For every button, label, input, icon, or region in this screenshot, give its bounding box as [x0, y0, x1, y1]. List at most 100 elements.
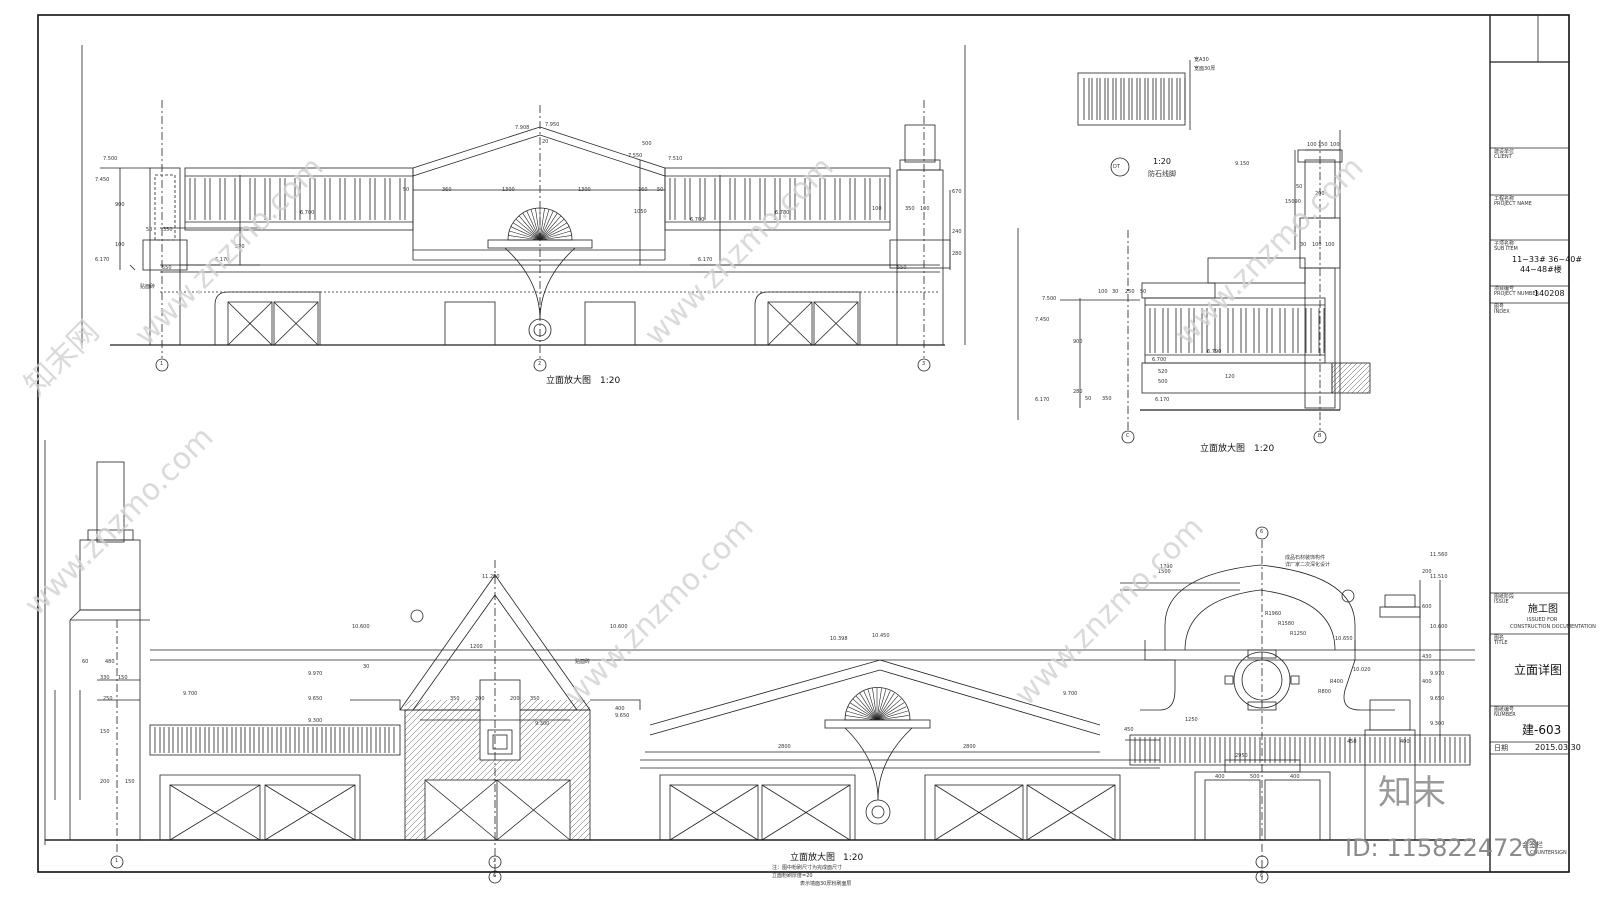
detail-label-1: 宽A30 — [1194, 57, 1209, 63]
elev-tl-7: 7.550 — [628, 153, 643, 159]
note-small-1: 成品石材装饰构件 — [1285, 555, 1326, 561]
elev-tl-9: 6.780 — [775, 210, 790, 216]
tb-title-label: 图名 TITLE — [1494, 635, 1508, 646]
tb-sign-label: 会签栏 — [1522, 841, 1543, 849]
tb-stage-en-2: CONSTRUCTION DOCUMENTATION — [1510, 624, 1596, 630]
dim-b-4: 150 — [100, 729, 110, 735]
dim-tl-13: 350 — [905, 206, 915, 212]
grid-label-tl-3: 3 — [922, 361, 926, 367]
dim-tr-11: 50 — [1140, 289, 1147, 295]
dim-b-25: 200 — [1422, 569, 1432, 575]
dim-b-17: 450 — [1347, 739, 1357, 745]
elev-b-6: 9.650 — [308, 696, 323, 702]
dim-b-5: 200 — [100, 779, 110, 785]
elev-b-14: 10.600 — [1430, 624, 1448, 630]
dim-b-7: 2800 — [778, 744, 791, 750]
elevation-top-right — [1017, 60, 1371, 444]
detail-label-2: 宽面30厚 — [1194, 66, 1216, 72]
dim-tl-0: 900 — [115, 202, 125, 208]
dim-tl-14: 100 — [920, 206, 930, 212]
dim-tl-7: 1300 — [502, 187, 515, 193]
tb-date: 2015.03.30 — [1535, 743, 1581, 752]
dim-b-19: 200 — [475, 696, 485, 702]
elev-b-13: 11.510 — [1430, 574, 1448, 580]
dim-tl-20: 500 — [642, 141, 652, 147]
dim-tl-21: 20 — [542, 139, 549, 145]
brand-logo: 知末 — [1378, 773, 1446, 813]
dim-tl-6: 360 — [442, 187, 452, 193]
elev-tl-0: 7.500 — [103, 156, 118, 162]
dim-tr-4: 200 — [1315, 191, 1325, 197]
elev-b-17: 9.650 — [1430, 696, 1445, 702]
detail-tag: DT — [1113, 164, 1120, 170]
tb-project-no-label: 项目编号 PROJECT NUMBER — [1494, 286, 1539, 297]
grid-label-b-4: 6 — [1260, 529, 1264, 535]
elev-b-10: 9.650 — [615, 713, 630, 719]
grid-label-b-2: 2 — [493, 858, 497, 864]
top-left-scale: 1:20 — [600, 376, 621, 386]
dim-b-29: 1500 — [1158, 569, 1171, 575]
elev-b-11: 9.300 — [535, 721, 550, 727]
elev-tl-3: 6.700 — [300, 210, 315, 216]
dim-b-16: 400 — [1400, 739, 1410, 745]
sheet-frame — [37, 14, 1570, 873]
elev-tr-4: 6.790 — [1207, 349, 1222, 355]
elev-b-2: 10.398 — [830, 636, 848, 642]
dim-b-15: 400 — [1290, 774, 1300, 780]
elev-b-3: 10.450 — [872, 633, 890, 639]
grid-label-b-1: 1 — [115, 858, 119, 864]
elev-tr-1: 7.500 — [1042, 296, 1057, 302]
dim-tr-14: 350 — [1102, 396, 1112, 402]
note-line-3: 表示墙面30厚粉刷面层 — [800, 881, 852, 887]
elev-tl-5: 7.908 — [515, 125, 530, 131]
tb-subitem-label: 子项名称 SUB ITEM — [1494, 241, 1518, 252]
dim-tr-19: 15090 — [1285, 199, 1301, 205]
tb-date-label: 日期 — [1494, 744, 1508, 752]
tb-stage-label: 图纸阶段 ISSUE — [1494, 594, 1515, 605]
dim-tl-5: 50 — [403, 187, 410, 193]
elev-tr-2: 7.450 — [1035, 317, 1050, 323]
elev-b-18: 9.300 — [1430, 721, 1445, 727]
elev-tr-6: 6.170 — [1155, 397, 1170, 403]
dim-b-26: 60 — [82, 659, 89, 665]
radius-label-2: R1250 — [1290, 631, 1307, 637]
dim-b-28: 400 — [615, 706, 625, 712]
dim-b-18: 350 — [450, 696, 460, 702]
dim-b-6: 150 — [125, 779, 135, 785]
dim-b-8: 2800 — [963, 744, 976, 750]
elev-b-1: 10.600 — [352, 624, 370, 630]
elev-tl-4: 6.170 — [215, 257, 230, 263]
elev-tl-10: 6.170 — [698, 257, 713, 263]
elevation-top-left — [81, 45, 966, 372]
elevation-bottom — [44, 440, 1475, 884]
grid-label-tl-2: 2 — [538, 361, 542, 367]
dim-tr-18: 120 — [1225, 374, 1235, 380]
top-right-scale: 1:20 — [1254, 444, 1275, 454]
dim-tl-12: 100 — [872, 206, 882, 212]
elev-b-7: 9.300 — [308, 718, 323, 724]
elev-tr-3: 6.170 — [1035, 397, 1050, 403]
tb-stage-value: 施工图 — [1528, 604, 1558, 615]
note-small-0: 贴面砖 — [575, 659, 591, 665]
note-line-1: 注：图中粉刷尺寸为完成面尺寸 — [772, 865, 843, 871]
elev-tl-8: 7.510 — [668, 156, 683, 162]
grid-label-tl-1: 1 — [160, 361, 164, 367]
dim-tl-4: 550 — [162, 265, 172, 271]
elev-tl-11: 6.700 — [690, 217, 705, 223]
dim-tl-11: 1050 — [634, 209, 647, 215]
tb-index-label: 图号 INDEX — [1494, 304, 1510, 315]
dim-b-21: 350 — [530, 696, 540, 702]
elev-tr-0: 9.150 — [1235, 161, 1250, 167]
elev-tr-5: 6.700 — [1152, 357, 1167, 363]
dim-tl-10: 50 — [657, 187, 664, 193]
dim-tr-9: 30 — [1112, 289, 1119, 295]
note-small-2: 详厂家二次深化设计 — [1285, 562, 1331, 568]
detail-sub: 防石线脚 — [1148, 170, 1176, 178]
dim-tr-10: 250 — [1125, 289, 1135, 295]
dim-tl-18: 240 — [952, 229, 962, 235]
dim-tr-12: 900 — [1073, 339, 1083, 345]
elev-b-19: 10.650 — [1335, 636, 1353, 642]
dim-b-22: 600 — [1422, 604, 1432, 610]
dim-b-12: 2950 — [1235, 753, 1248, 759]
note-small-4: 贴面砖 — [140, 284, 156, 290]
